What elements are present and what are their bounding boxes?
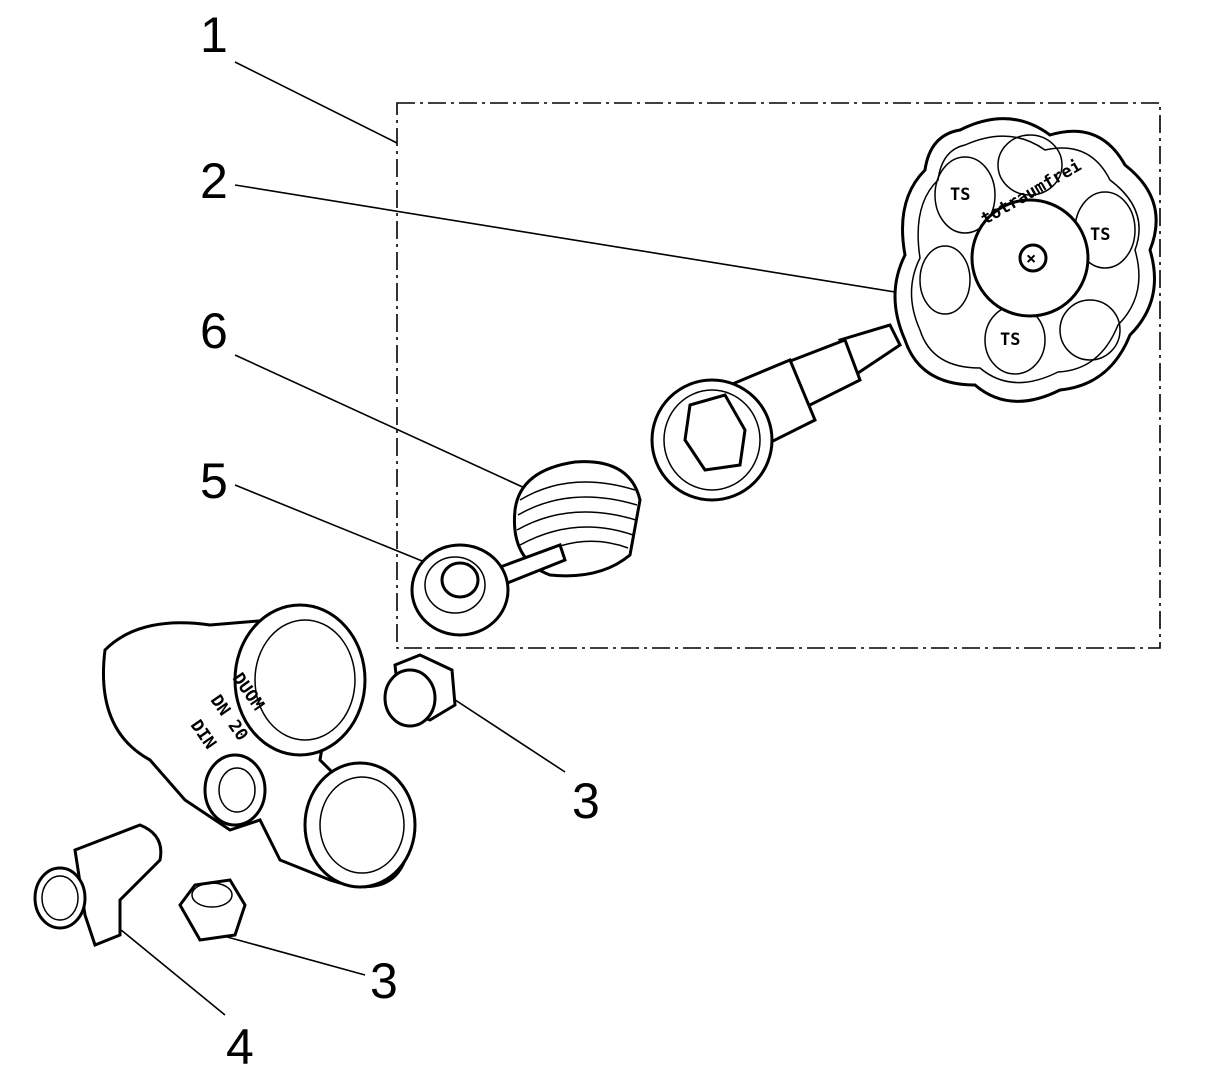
- leader-line-5: [234, 484, 433, 566]
- logo-ts-2: TS: [1090, 225, 1110, 245]
- callout-5: 5: [200, 453, 228, 509]
- leader-line-6: [234, 354, 541, 496]
- callout-2: 2: [200, 153, 228, 209]
- plug-lower-part: [178, 878, 247, 942]
- valve-body-part: DIN DN 20 DUOM: [101, 603, 417, 889]
- callout-3-upper: 3: [572, 773, 600, 829]
- handwheel-part: × totraumfrei TS TS TS: [893, 117, 1158, 403]
- callout-1: 1: [200, 7, 228, 63]
- logo-ts-1: TS: [950, 185, 970, 205]
- assembly-boundary-box: [396, 102, 1161, 649]
- drain-valve-part: [33, 823, 163, 947]
- callout-6: 6: [200, 303, 228, 359]
- spring-part: [512, 460, 642, 578]
- leader-line-1: [234, 61, 398, 144]
- plug-upper-part: [383, 653, 457, 728]
- logo-ts-3: TS: [1000, 330, 1020, 350]
- leader-line-3b: [219, 934, 366, 976]
- leader-line-3a: [439, 689, 566, 773]
- bonnet-stem-part: [650, 323, 902, 502]
- leader-line-4: [114, 924, 226, 1016]
- leader-line-2: [234, 184, 896, 293]
- callout-4: 4: [226, 1019, 254, 1075]
- callout-3-lower: 3: [370, 953, 398, 1009]
- screw-cross-icon: ×: [1026, 249, 1036, 269]
- valve-disc-part: [410, 543, 567, 637]
